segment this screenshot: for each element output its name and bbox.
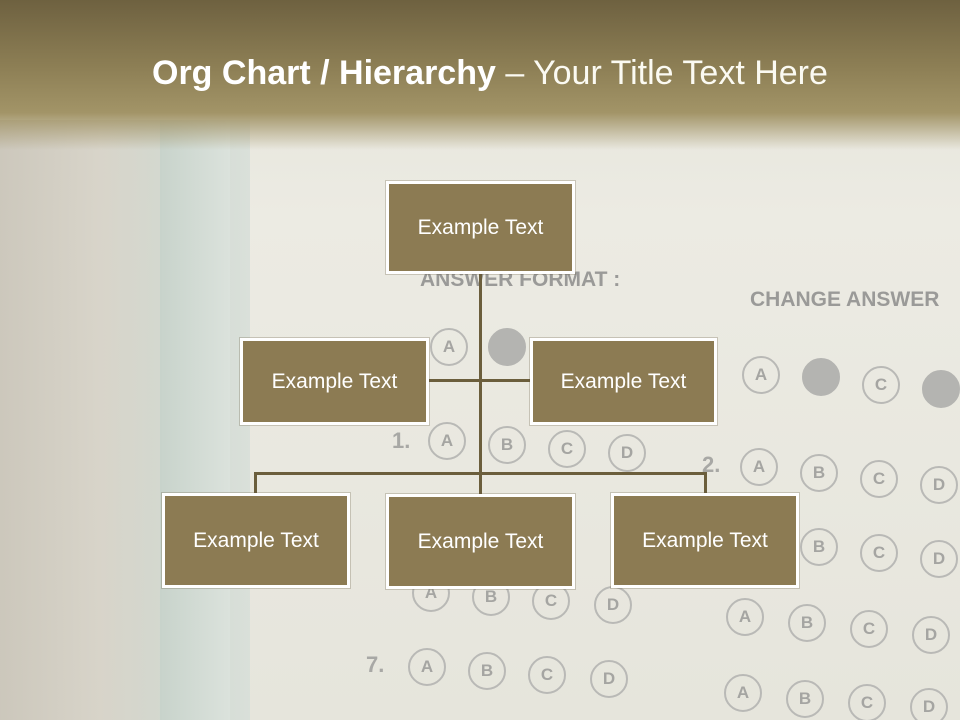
org-node-label: Example Text [417,215,544,239]
sheet-bubble: A [726,598,764,636]
org-node-label: Example Text [417,529,544,553]
sheet-bubble: B [468,652,506,690]
sheet-bubble: A [430,328,468,366]
org-node-level2-right[interactable]: Example Text [530,338,717,425]
title-dash: – [495,54,534,92]
sheet-question-number: 2. [702,452,721,477]
org-node-level3-left[interactable]: Example Text [162,493,350,588]
sheet-bubble: D [920,540,958,578]
org-node-label: Example Text [271,369,398,393]
header-band [0,0,960,150]
connector-drop-left [254,472,257,494]
sheet-bubble-filled [488,328,526,366]
sheet-question-number: 1. [392,428,411,453]
org-node-level3-center[interactable]: Example Text [386,494,575,589]
sheet-bubble: C [860,534,898,572]
org-node-level3-right[interactable]: Example Text [611,493,799,588]
sheet-bubble: A [408,648,446,686]
sheet-bubble: C [848,684,886,720]
background-binder-spine [160,120,230,720]
sheet-bubble: C [548,430,586,468]
org-node-root[interactable]: Example Text [386,181,575,274]
org-node-label: Example Text [193,528,319,552]
connector-level3 [254,472,707,475]
org-node-level2-left[interactable]: Example Text [240,338,429,425]
sheet-bubble: C [860,460,898,498]
sheet-bubble: B [800,454,838,492]
sheet-bubble: A [724,674,762,712]
connector-trunk [479,272,482,494]
connector-level2 [427,379,534,382]
title-bold-part: Org Chart / Hierarchy [152,54,496,92]
slide-title: Org Chart / Hierarchy – Your Title Text … [152,54,828,93]
sheet-bubble: D [594,586,632,624]
sheet-bubble: D [912,616,950,654]
sheet-bubble: B [786,680,824,718]
sheet-question-number: 7. [366,652,385,677]
sheet-bubble: D [910,688,948,720]
sheet-bubble: B [788,604,826,642]
sheet-bubble: D [920,466,958,504]
connector-drop-right [704,472,707,494]
sheet-bubble: A [740,448,778,486]
sheet-change-label: CHANGE ANSWER [750,288,940,311]
sheet-bubble: C [528,656,566,694]
sheet-bubble: A [428,422,466,460]
sheet-bubble: C [862,366,900,404]
sheet-bubble: D [608,434,646,472]
sheet-bubble-filled [922,370,960,408]
sheet-bubble: D [590,660,628,698]
org-node-label: Example Text [642,528,768,552]
sheet-bubble: C [850,610,888,648]
org-node-label: Example Text [560,369,687,393]
title-subtitle-part: Your Title Text Here [533,54,828,92]
sheet-bubble: B [488,426,526,464]
sheet-bubble: B [800,528,838,566]
sheet-bubble: A [742,356,780,394]
sheet-bubble-filled [802,358,840,396]
